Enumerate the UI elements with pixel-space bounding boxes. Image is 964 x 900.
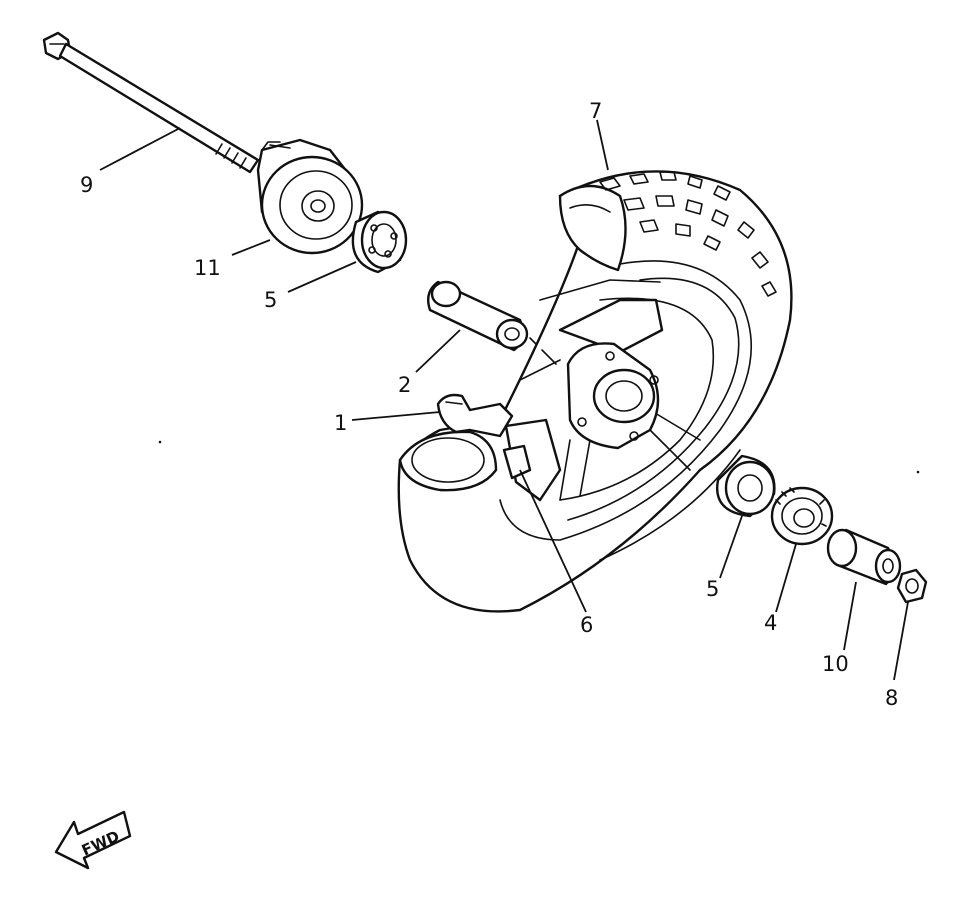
callout-8: 8 [885,686,898,710]
callout-7: 7 [589,99,602,123]
tire-tread [599,171,777,297]
callout-6: 6 [580,613,593,637]
callout-1: 1 [334,411,347,435]
part-axle [42,31,260,174]
callout-5-upper: 5 [264,288,277,312]
callout-5-lower: 5 [706,577,719,601]
callout-9: 9 [80,173,93,197]
part-spacer-tube [427,280,529,352]
part-collar [826,528,902,586]
callout-10: 10 [822,652,849,676]
part-bearing-upper [351,210,408,274]
part-bearing-lower [715,454,776,518]
fwd-direction-badge: FWD [54,810,132,870]
scan-dot [916,470,920,474]
callout-labels: 9 11 5 2 1 7 6 5 4 10 8 [80,99,898,710]
part-wheel-tire [397,170,793,613]
part-nut [896,568,928,604]
callout-11: 11 [194,256,221,280]
part-gear-unit [256,138,364,255]
callout-2: 2 [398,373,411,397]
leader-lines [99,119,909,681]
part-oil-seal [770,486,834,546]
callout-4: 4 [764,611,777,635]
scan-dot [158,440,162,444]
